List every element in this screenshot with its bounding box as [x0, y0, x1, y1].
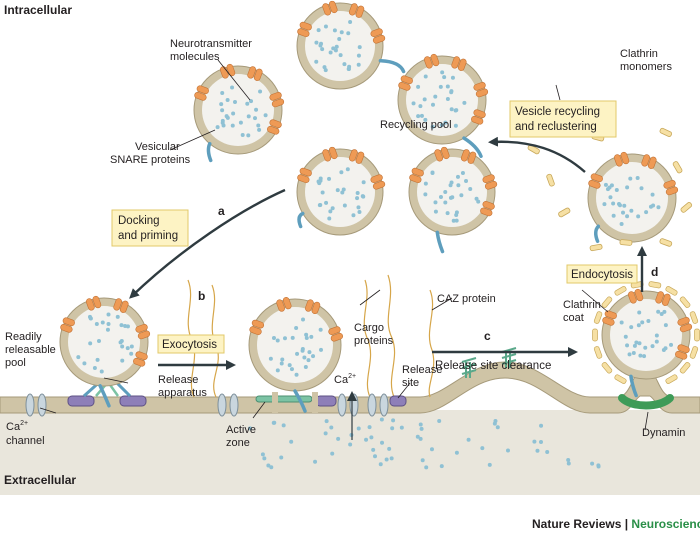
- extracellular-label: Extracellular: [4, 473, 76, 487]
- svg-text:Cargo: Cargo: [354, 322, 384, 334]
- annotation-dynamin: Dynamin: [642, 427, 685, 439]
- annotation-neurotransmitter: Neurotransmitter molecules: [170, 38, 252, 63]
- intracellular-label: Intracellular: [4, 3, 72, 17]
- svg-text:Vesicle recycling: Vesicle recycling: [515, 106, 600, 118]
- step-e: e Vesicle recycling and reclustering: [509, 99, 617, 138]
- annotation-ca-channel: Ca2+ channel: [6, 420, 45, 447]
- vesicle-recycling-4: [296, 146, 386, 236]
- svg-text:channel: channel: [6, 435, 45, 447]
- svg-text:Clathrin: Clathrin: [620, 48, 658, 60]
- arrow-docking: [129, 188, 286, 299]
- step-b: b Exocytosis: [157, 289, 225, 354]
- svg-text:Release: Release: [402, 364, 442, 376]
- vesicle-recycling-5: [408, 146, 498, 254]
- vesicle-recycling-1: [193, 63, 285, 163]
- svg-text:d: d: [651, 265, 658, 279]
- vesicle-reclustering: [587, 151, 679, 244]
- vesicle-clathrin-coated: [592, 281, 700, 398]
- svg-text:Ca2+: Ca2+: [334, 373, 356, 386]
- svg-text:zone: zone: [226, 437, 250, 449]
- step-c: c Release site clearance: [435, 329, 551, 372]
- cis-snare-coils: [461, 347, 517, 378]
- extracellular-space: [0, 410, 700, 495]
- svg-text:Readily: Readily: [5, 331, 42, 343]
- annotation-readily-releasable-pool: Readily releasable pool: [5, 331, 56, 369]
- released-neurotransmitter: [248, 417, 601, 470]
- release-apparatus-proteins: [67, 376, 407, 407]
- annotation-release-apparatus: Release apparatus: [158, 374, 207, 399]
- svg-text:proteins: proteins: [354, 335, 394, 347]
- process-arrows: [129, 136, 647, 370]
- plasma-membrane: [0, 361, 700, 414]
- svg-text:Exocytosis: Exocytosis: [162, 339, 217, 351]
- journal-credit: Nature Reviews | Neuroscience: [532, 517, 700, 531]
- svg-text:releasable: releasable: [5, 344, 56, 356]
- vesicle-recycling-2: [296, 0, 406, 90]
- svg-text:apparatus: apparatus: [158, 387, 207, 399]
- annotation-calcium-ion: Ca2+: [334, 373, 357, 440]
- vesicle-readily-releasable: [59, 295, 151, 408]
- svg-text:and reclustering: and reclustering: [515, 121, 597, 133]
- svg-text:b: b: [198, 289, 205, 303]
- svg-text:a: a: [218, 204, 225, 218]
- annotation-clathrin-monomers: Clathrin monomers: [620, 48, 672, 73]
- svg-text:c: c: [484, 329, 491, 343]
- svg-text:Endocytosis: Endocytosis: [571, 269, 633, 281]
- svg-text:Neurotransmitter: Neurotransmitter: [170, 38, 252, 50]
- label-pointers: [39, 59, 649, 431]
- svg-text:site: site: [402, 377, 419, 389]
- svg-text:Release: Release: [158, 374, 198, 386]
- svg-text:molecules: molecules: [170, 51, 220, 63]
- svg-text:Vesicular: Vesicular: [135, 141, 180, 153]
- annotation-recycling-pool: Recycling pool: [380, 119, 452, 131]
- vesicles: [59, 0, 700, 413]
- svg-text:Release site clearance: Release site clearance: [435, 360, 551, 372]
- svg-text:Clathrin: Clathrin: [563, 299, 601, 311]
- dynamin-collar: [618, 394, 674, 410]
- svg-text:and priming: and priming: [118, 230, 178, 242]
- svg-text:Active: Active: [226, 424, 256, 436]
- svg-text:pool: pool: [5, 357, 26, 369]
- annotation-active-zone: Active zone: [226, 424, 256, 449]
- vesicle-recycling-3: [397, 53, 489, 158]
- svg-text:Nature Reviews | Neuroscience: Nature Reviews | Neuroscience: [532, 517, 700, 531]
- annotation-clathrin-coat: Clathrin coat: [563, 299, 601, 324]
- svg-text:coat: coat: [563, 312, 584, 324]
- arrow-recycling: [488, 136, 586, 173]
- annotation-cargo-proteins: Cargo proteins: [354, 322, 394, 347]
- svg-text:Ca2+: Ca2+: [6, 420, 28, 433]
- annotation-caz-protein: CAZ protein: [437, 293, 496, 305]
- svg-text:Docking: Docking: [118, 215, 160, 227]
- step-d: d Endocytosis: [566, 264, 658, 284]
- step-a: a Docking and priming: [111, 204, 225, 247]
- svg-text:SNARE proteins: SNARE proteins: [110, 154, 191, 166]
- annotation-vesicular-snare: Vesicular SNARE proteins: [110, 141, 191, 166]
- vesicle-fusing: [248, 297, 343, 413]
- annotation-release-site: Release site: [402, 364, 442, 389]
- svg-text:monomers: monomers: [620, 61, 672, 73]
